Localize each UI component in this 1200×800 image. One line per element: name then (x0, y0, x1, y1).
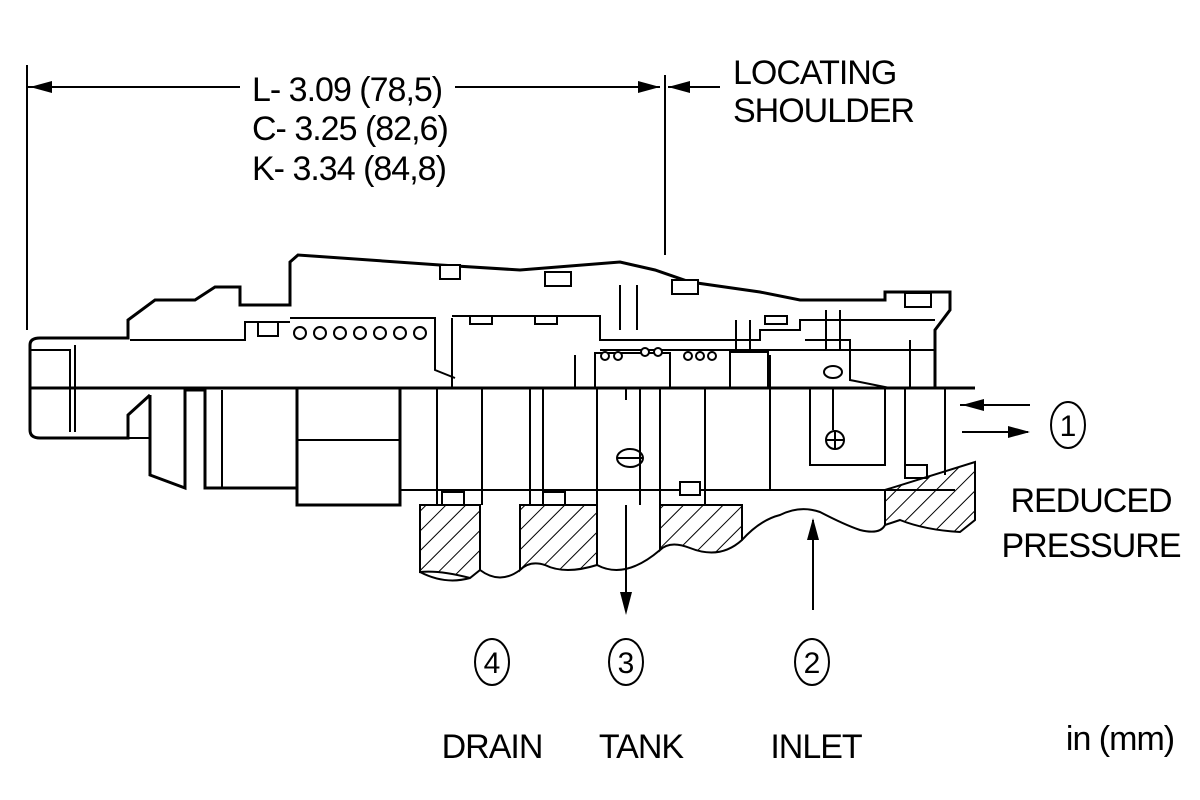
seal-rings-upper (257, 264, 932, 337)
port-2-label: INLET (770, 728, 862, 766)
main-spring (293, 326, 427, 340)
port-4-number: 4 (484, 647, 501, 680)
locating-shoulder-line1: LOCATING (733, 54, 896, 92)
reduced-pressure-in-arrow (962, 399, 984, 411)
units-label: in (mm) (1066, 720, 1174, 758)
port-3-marker: 3 (608, 638, 644, 686)
dimension-l-label: L- 3.09 (78,5) (252, 71, 442, 109)
reduced-pressure-line1: REDUCED (1010, 482, 1171, 520)
port-3-number: 3 (618, 647, 635, 680)
port-4-label: DRAIN (442, 728, 543, 766)
manifold-section (419, 460, 976, 582)
reduced-pressure-out-arrow (1008, 426, 1030, 438)
inlet-flow-arrow (807, 518, 819, 540)
port-1-marker: 1 (1050, 401, 1086, 449)
port-arrows (620, 399, 1030, 615)
port-3-label: TANK (599, 728, 684, 766)
port-2-number: 2 (804, 647, 821, 680)
port-1-number: 1 (1060, 410, 1077, 443)
valve-body-upper (28, 253, 952, 389)
dimension-k-label: K- 3.34 (84,8) (252, 150, 446, 188)
port-4-marker: 4 (474, 638, 510, 686)
dimension-c-label: C- 3.25 (82,6) (252, 110, 448, 148)
overall-length-dimension (26, 65, 720, 330)
reduced-pressure-line2: PRESSURE (1001, 527, 1180, 565)
tank-flow-arrow (620, 592, 632, 615)
port-2-marker: 2 (794, 638, 830, 686)
valve-body-lower (28, 388, 955, 507)
locating-shoulder-line2: SHOULDER (733, 92, 914, 130)
pilot-spring (594, 347, 717, 389)
